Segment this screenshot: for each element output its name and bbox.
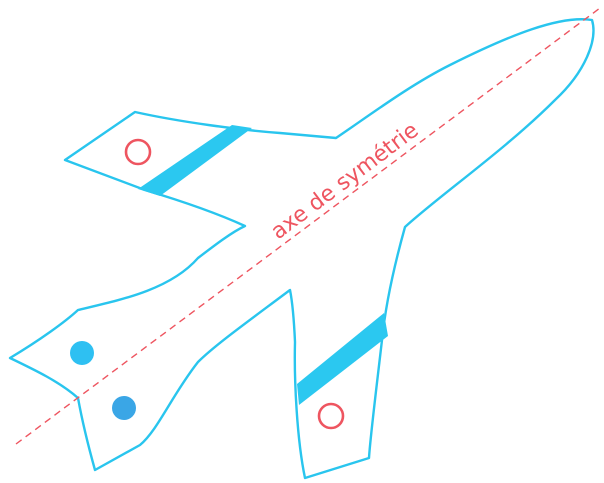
lower-wing-ring-icon xyxy=(319,404,343,428)
upper-wing-stripe xyxy=(138,125,252,196)
lower-wing-stripe xyxy=(297,313,388,405)
tail-dot-upper-icon xyxy=(70,341,94,365)
tail-dot-lower-icon xyxy=(112,396,136,420)
airplane-outline-icon xyxy=(10,19,593,478)
upper-wing-ring-icon xyxy=(126,140,150,164)
symmetry-axis-label: axe de symétrie xyxy=(267,118,424,245)
